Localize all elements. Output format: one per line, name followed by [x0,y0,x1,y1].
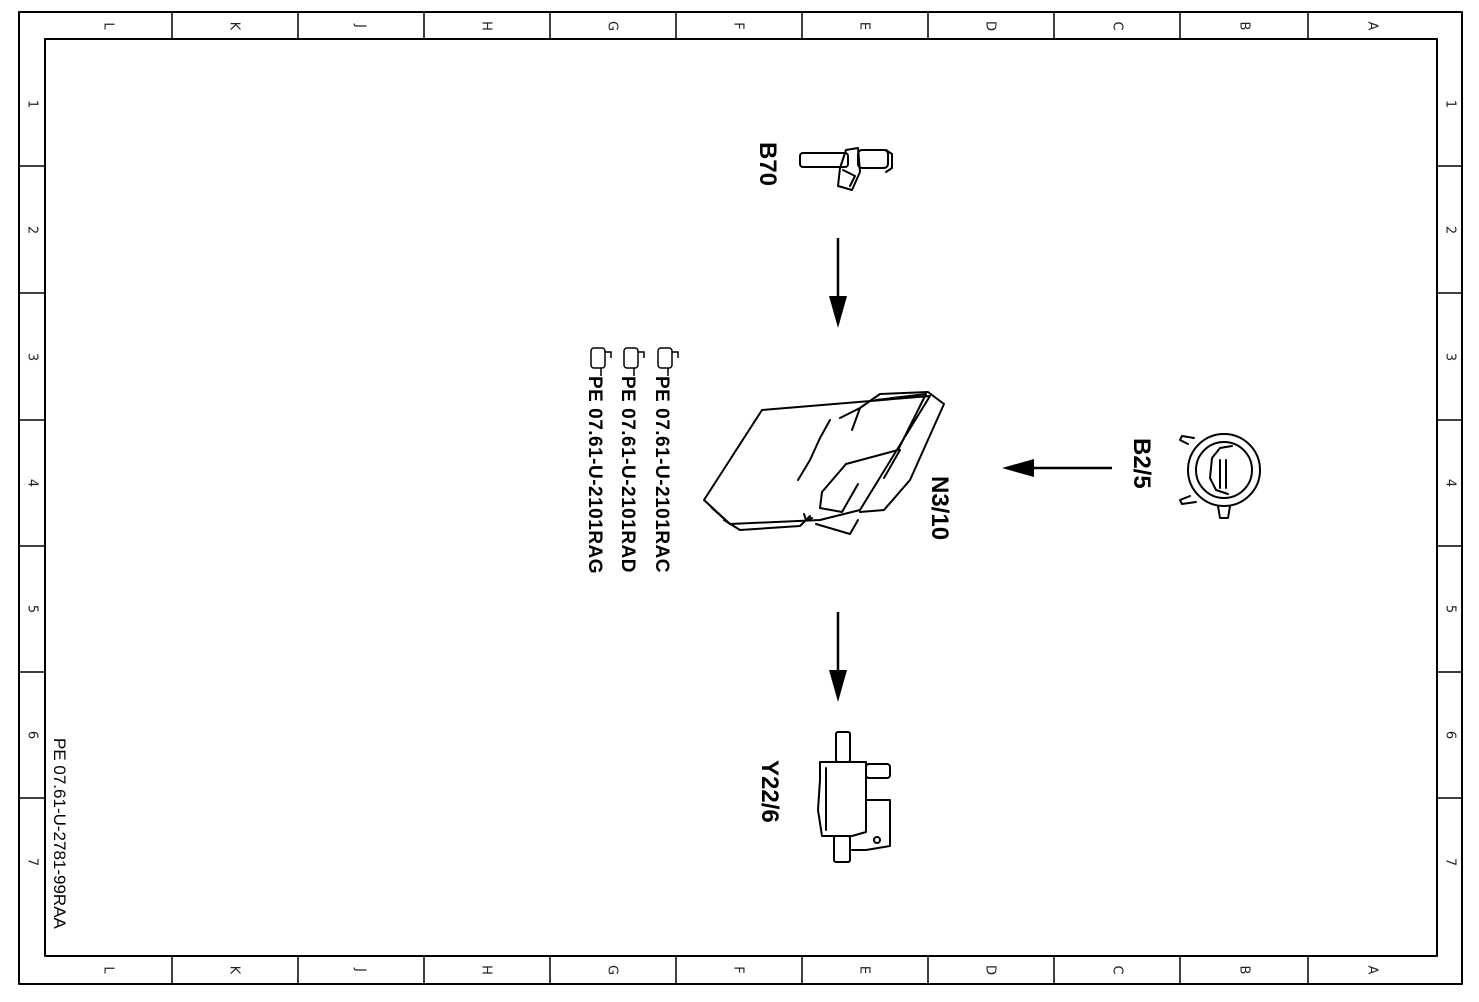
col-letter-j: J [353,967,368,972]
row-ticks [19,165,1462,799]
row-number-4: 4 [25,479,40,487]
document-number: PE 07.61-U-2781-99RAA [50,738,69,930]
row-number-7: 7 [25,858,40,866]
arrow-b2-5-to-n3-10 [1002,459,1112,477]
row-number-2: 2 [25,226,40,234]
row-numbers-right: 1 2 3 4 5 6 7 [1443,100,1458,866]
pointing-hand-icon [590,347,612,376]
inner-border [44,38,1438,957]
row-numbers-left: 1 2 3 4 5 6 7 [25,100,40,866]
col-letter-f: F [731,22,746,29]
component-n3-10: N3/10 [703,391,953,540]
col-letter-a: A [1365,22,1380,31]
arrow-b70-to-n3-10 [829,238,847,328]
column-ticks [171,12,1309,984]
row-number-5: 5 [1443,605,1458,613]
row-number-3: 3 [1443,353,1458,361]
row-number-5: 5 [25,605,40,613]
b2-5-label: B2/5 [1128,438,1155,489]
component-y22-6: Y22/6 [756,731,891,863]
reference-text: PE 07.61-U-2101RAC [651,376,672,573]
col-letter-b: B [1237,966,1252,975]
outer-frame [18,11,1463,985]
col-letter-d: D [983,965,998,975]
col-letter-l: L [101,22,116,30]
control-unit-n3-10-icon [703,391,945,535]
row-number-2: 2 [1443,226,1458,234]
pointing-hand-icon [623,347,645,376]
sensor-b2-5-icon [1179,433,1261,519]
col-letter-k: K [227,966,242,975]
b70-label: B70 [754,142,781,186]
component-b70: B70 [754,142,893,191]
col-letter-e: E [857,966,872,974]
n3-10-label: N3/10 [926,476,953,540]
col-letter-c: C [1110,965,1125,974]
col-letter-e: E [857,22,872,30]
col-letter-h: H [479,965,494,975]
reference-item: PE 07.61-U-2101RAG [584,347,612,574]
reference-item: PE 07.61-U-2101RAC [651,347,679,573]
valve-y22-6-icon [817,731,891,863]
col-letter-f: F [731,966,746,973]
reference-item: PE 07.61-U-2101RAD [617,347,645,573]
component-b2-5: B2/5 [1128,433,1261,519]
col-letter-c: C [1110,21,1125,30]
column-letters-bottom: L K J H G F E D C B A [101,965,1380,975]
arrow-n3-10-to-y22-6 [829,612,847,702]
col-letter-g: G [605,21,620,31]
row-number-3: 3 [25,353,40,361]
row-number-4: 4 [1443,479,1458,487]
column-letters-top: L K J H G F E D C B A [101,21,1380,31]
row-number-6: 6 [1443,731,1458,739]
col-letter-d: D [983,21,998,31]
col-letter-a: A [1365,966,1380,975]
col-letter-h: H [479,21,494,31]
row-number-7: 7 [1443,858,1458,866]
col-letter-b: B [1237,22,1252,31]
y22-6-label: Y22/6 [756,760,783,823]
pointing-hand-icon [657,347,679,376]
row-number-1: 1 [25,100,40,108]
reference-list: PE 07.61-U-2101RAC PE 07.61-U-2101RAD PE… [584,347,679,574]
sensor-b70-icon [799,147,893,191]
col-letter-g: G [605,965,620,975]
row-number-6: 6 [25,731,40,739]
reference-text: PE 07.61-U-2101RAD [617,376,638,573]
col-letter-l: L [101,966,116,974]
row-number-1: 1 [1443,100,1458,108]
col-letter-j: J [353,23,368,28]
col-letter-k: K [227,22,242,31]
reference-text: PE 07.61-U-2101RAG [584,376,605,574]
